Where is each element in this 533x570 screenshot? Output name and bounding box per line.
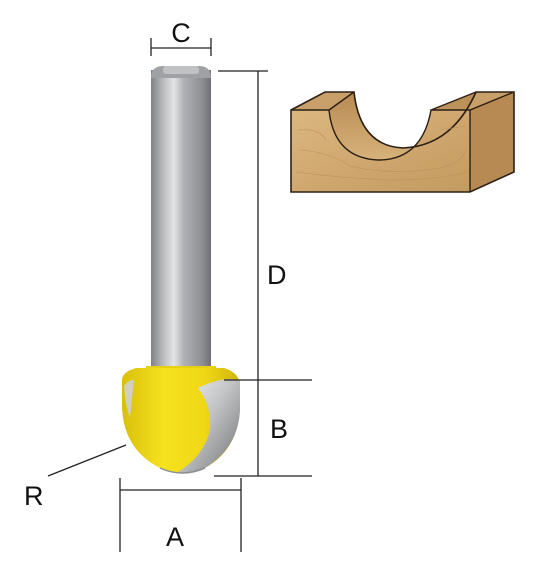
shank-body: [151, 70, 211, 390]
dimension-d: D: [218, 70, 312, 381]
dimension-r: R: [24, 444, 127, 511]
wood-cove-surface: [329, 92, 476, 160]
wood-grain: [295, 119, 509, 181]
cutter-bottom-edge: [159, 467, 206, 474]
shank-top-highlight: [163, 66, 199, 74]
wood-top-left: [291, 92, 354, 110]
cutter-blade: [178, 379, 240, 473]
dimension-r-label: R: [24, 481, 44, 511]
router-bit-shank: [151, 66, 211, 390]
wood-profile-sample: [290, 91, 515, 193]
cutter-left-facet: [124, 380, 134, 418]
dimension-a: A: [119, 478, 242, 552]
router-bit-cutter: [122, 366, 240, 474]
dimension-d-label: D: [267, 260, 287, 290]
dimension-a-label: A: [166, 522, 184, 552]
wood-edges: [291, 91, 515, 192]
dimension-b-label: B: [270, 414, 288, 444]
dimension-c: C: [150, 18, 212, 56]
wood-side: [470, 92, 514, 192]
dimension-b: B: [214, 380, 312, 477]
dimension-c-label: C: [171, 18, 191, 48]
dimension-r-leader: [47, 444, 127, 477]
